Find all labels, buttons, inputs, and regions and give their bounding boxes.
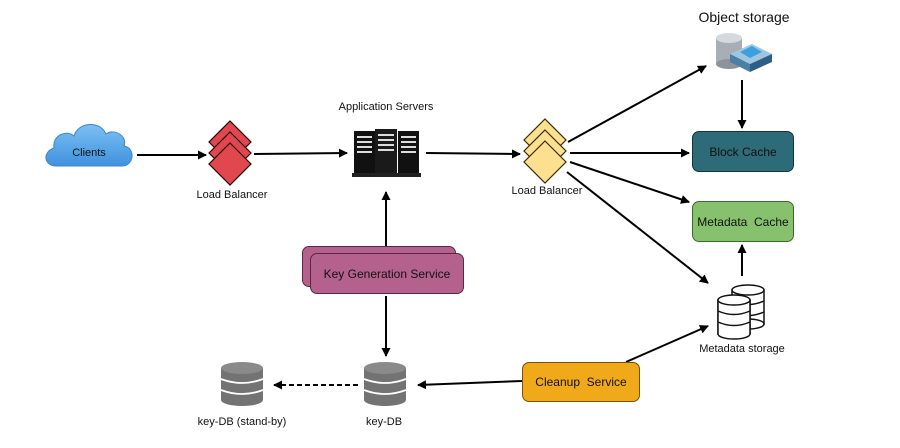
key-generation-service-label: Key Generation Service (323, 266, 451, 281)
block-cache-box: Block Cache (692, 131, 794, 172)
load-balancer-label: Load Balancer (196, 189, 268, 201)
key-db-label: key-DB (365, 416, 403, 428)
object-storage-icon (716, 33, 772, 72)
arrow-cleanup-to-metadata-storage (625, 325, 709, 363)
cloud-icon (45, 124, 133, 167)
key-db-icon (363, 362, 407, 406)
metadata-cache-box: Metadata Cache (692, 201, 794, 242)
key-db-standby-icon (220, 362, 264, 406)
arrow-lb1-to-app (253, 148, 348, 158)
load-balancer-icon (523, 118, 567, 184)
block-cache-label: Block Cache (709, 144, 777, 159)
metadata-storage-label: Metadata storage (699, 343, 785, 355)
cleanup-service-label: Cleanup Service (535, 375, 627, 389)
arrow-lb2-to-metadata-storage (566, 171, 709, 284)
arrow-cleanup-to-keydb (417, 380, 523, 390)
arrow-app-to-lb2 (425, 149, 521, 159)
application-servers-label: Application Servers (338, 101, 434, 113)
key-db-standby-label: key-DB (stand-by) (197, 416, 287, 428)
arrow-lb2-to-metadata-cache (569, 161, 690, 204)
cleanup-service-box: Cleanup Service (522, 362, 640, 402)
object-storage-label: Object storage (698, 9, 790, 25)
database-icon (717, 284, 765, 340)
metadata-cache-label: Metadata Cache (697, 214, 789, 229)
clients-label: Clients (72, 147, 106, 159)
arrow-lb2-to-object-storage (567, 65, 707, 143)
load-balancer-label: Load Balancer (511, 185, 583, 197)
server-rack-icon (352, 129, 421, 177)
connectors (137, 65, 747, 390)
key-generation-service-box: Key Generation Service (310, 253, 464, 294)
load-balancer-icon (208, 120, 252, 186)
